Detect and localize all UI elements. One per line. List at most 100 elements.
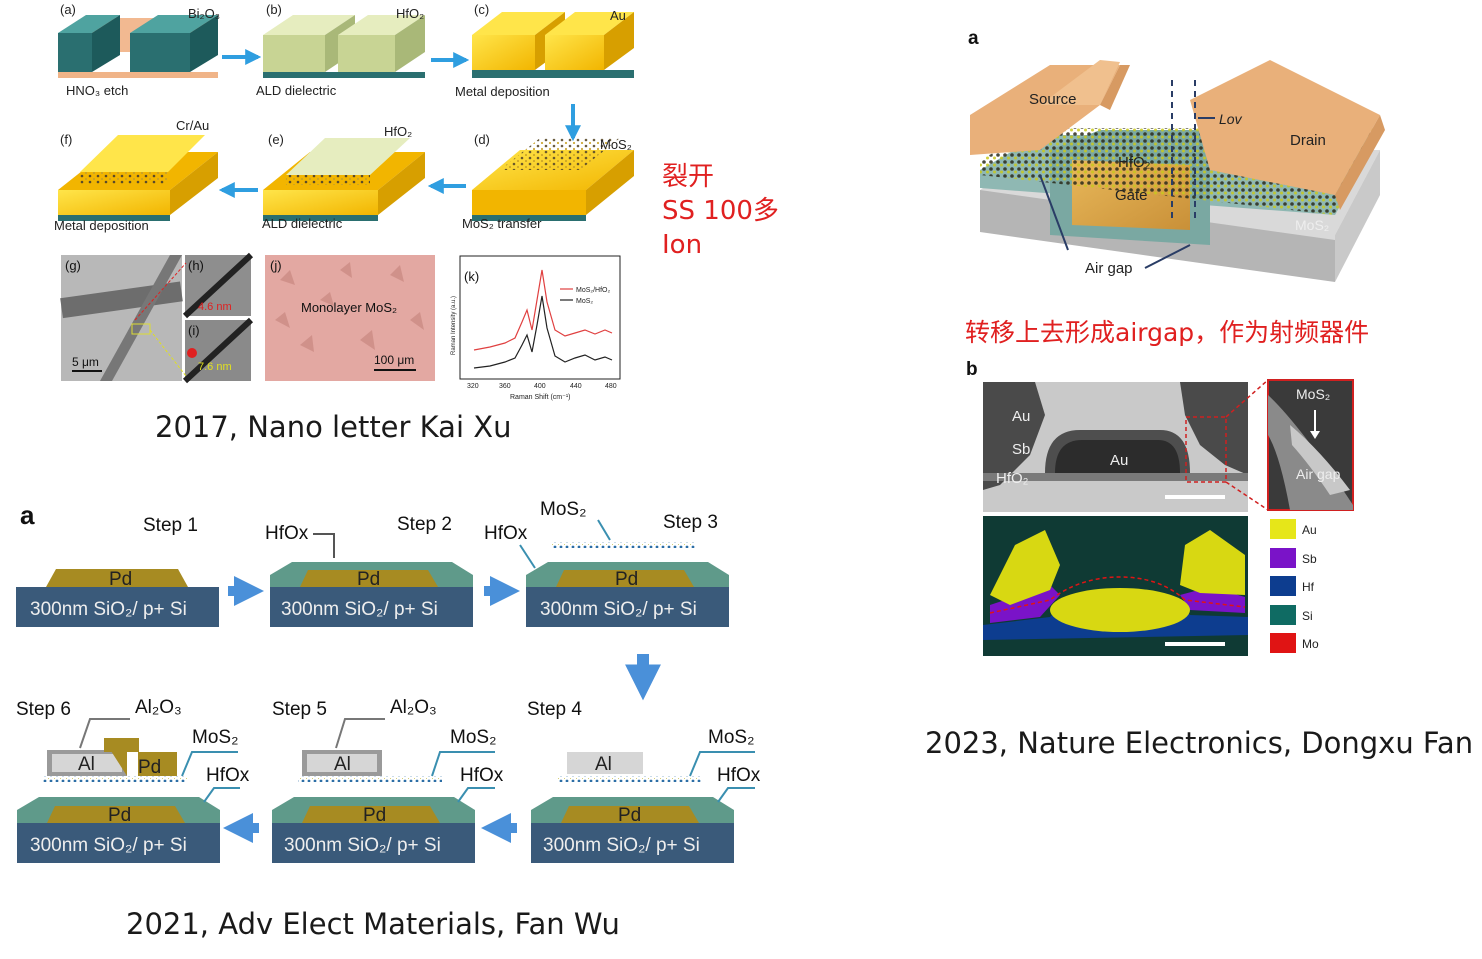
mos2-label-3: MoS₂ <box>540 499 586 520</box>
step-d-block <box>472 138 634 221</box>
legend-sb: Sb <box>1302 552 1317 566</box>
legend-hf: Hf <box>1302 580 1315 594</box>
step-b-letter: (b) <box>266 2 282 17</box>
raman-series-mos2-hfo2 <box>473 269 613 351</box>
step-f-tag: Cr/Au <box>176 118 209 133</box>
zoom-airgap-label: Air gap <box>1296 466 1341 482</box>
j-text: Monolayer MoS₂ <box>301 300 397 315</box>
raman-legend-1: MoS₂ <box>576 298 593 305</box>
drain-label: Drain <box>1290 132 1326 149</box>
nano-letter-figure: (a) Bi₂O₃ HNO₃ etch (b) HfO₂ ALD dielect… <box>54 2 634 401</box>
step-f-letter: (f) <box>60 132 72 147</box>
i-value: 7.6 nm <box>198 361 232 373</box>
optical-image-j: (j) Monolayer MoS₂ 100 μm <box>265 255 435 381</box>
step-3-label: Step 3 <box>663 512 718 533</box>
raman-xtick-2: 400 <box>534 383 546 390</box>
step-e-caption: ALD dielectric <box>262 216 343 231</box>
caption-2017: 2017, Nano letter Kai Xu <box>155 410 512 444</box>
k-label: (k) <box>464 269 479 284</box>
step-a-block <box>58 15 218 78</box>
adv-elect-figure: a Pd 300nm SiO₂/ p+ Si Step 1 Pd 300nm S… <box>16 499 761 863</box>
panel-letter-right-a: a <box>968 28 979 49</box>
step-d-tag: MoS₂ <box>600 137 632 152</box>
tem-hfo2-label: HfO₂ <box>996 470 1029 487</box>
raman-plot-k: (k) MoS₂/HfO₂ MoS₂ 320 360 400 440 480 R… <box>451 255 621 401</box>
step-d-caption: MoS₂ transfer <box>462 216 542 231</box>
substrate-label-5: 300nm SiO₂/ p+ Si <box>284 835 441 856</box>
nature-electronics-device: a Source Drain Lov HfO₂ Gate MoS₂ Air ga… <box>968 28 1385 282</box>
step-5-stack: Al Pd 300nm SiO₂/ p+ Si Step 5 Al₂O₃ MoS… <box>272 697 504 863</box>
raman-ylabel: Raman Intensity (a.u.) <box>451 296 457 355</box>
pd-label-6: Pd <box>108 805 131 826</box>
step-c-caption: Metal deposition <box>455 84 550 99</box>
step-b-caption: ALD dielectric <box>256 83 337 98</box>
pd-label-2: Pd <box>357 569 380 590</box>
al-label-5: Al <box>334 754 351 775</box>
mos2-device-label: MoS₂ <box>1295 217 1329 233</box>
step-c-letter: (c) <box>474 2 489 17</box>
i-label: (i) <box>188 323 200 338</box>
pd-label-3: Pd <box>615 569 638 590</box>
raman-series-mos2 <box>473 295 613 369</box>
step-2-stack: Pd 300nm SiO₂/ p+ Si Step 2 HfOx <box>265 514 473 627</box>
j-label: (j) <box>270 258 282 273</box>
j-scale: 100 μm <box>374 353 414 367</box>
tem-zoom-image: MoS₂ Air gap <box>1267 379 1354 511</box>
step-6-label: Step 6 <box>16 699 71 720</box>
raman-xtick-3: 440 <box>570 383 582 390</box>
tem-eds-panel: b Au Sb HfO₂ Au MoS₂ Air gap <box>966 359 1354 656</box>
g-label: (g) <box>65 258 81 273</box>
note-airgap: 转移上去形成airgap，作为射频器件 <box>965 318 1370 347</box>
tem-image-h: (h) 4.6 nm <box>182 252 254 319</box>
hfox-label-6: HfOx <box>206 765 250 786</box>
raman-xtick-1: 360 <box>499 383 511 390</box>
tem-image: Au Sb HfO₂ Au <box>983 382 1248 512</box>
eds-legend: Au Sb Hf Si Mo <box>1270 519 1319 653</box>
note-line-3: Ion <box>662 230 703 260</box>
step-4-stack: Al Pd 300nm SiO₂/ p+ Si Step 4 MoS₂ HfOx <box>527 699 761 863</box>
source-label: Source <box>1029 91 1077 108</box>
caption-2021: 2021, Adv Elect Materials, Fan Wu <box>126 907 620 941</box>
substrate-label-4: 300nm SiO₂/ p+ Si <box>543 835 700 856</box>
pd-label-5: Pd <box>363 805 386 826</box>
tem-sb-label: Sb <box>1012 441 1030 458</box>
mos2-label-5: MoS₂ <box>450 727 496 748</box>
raman-xlabel: Raman Shift (cm⁻¹) <box>510 394 570 401</box>
h-value: 4.6 nm <box>198 301 232 313</box>
step-5-label: Step 5 <box>272 699 327 720</box>
sem-image-g: (g) 5 μm <box>60 255 183 381</box>
step-f-caption: Metal deposition <box>54 218 149 233</box>
mos2-label-6: MoS₂ <box>192 727 238 748</box>
step-e-block <box>263 138 425 221</box>
step-c-block <box>472 12 634 78</box>
al2o3-label-5: Al₂O₃ <box>390 697 437 718</box>
h-label: (h) <box>188 258 204 273</box>
hfox-label-4: HfOx <box>717 765 761 786</box>
step-f-block <box>58 135 218 221</box>
substrate-label-3: 300nm SiO₂/ p+ Si <box>540 599 697 620</box>
tem-image-i: (i) 7.6 nm <box>182 317 254 384</box>
step-a-letter: (a) <box>60 2 76 17</box>
al2o3-label-6: Al₂O₃ <box>135 697 182 718</box>
legend-mo: Mo <box>1302 637 1319 651</box>
raman-xtick-4: 480 <box>605 383 617 390</box>
al-label-4: Al <box>595 754 612 775</box>
hfo2-device-label: HfO₂ <box>1118 154 1151 171</box>
lov-label: Lov <box>1219 111 1243 127</box>
step-2-label: Step 2 <box>397 514 452 535</box>
g-scale: 5 μm <box>72 355 99 369</box>
eds-map <box>983 516 1248 656</box>
step-b-tag: HfO₂ <box>396 6 424 21</box>
step-e-tag: HfO₂ <box>384 124 412 139</box>
mos2-label-4: MoS₂ <box>708 727 754 748</box>
substrate-label-6: 300nm SiO₂/ p+ Si <box>30 835 187 856</box>
zoom-mos2-label: MoS₂ <box>1296 386 1330 402</box>
caption-2023: 2023, Nature Electronics, Dongxu Fan <box>925 726 1474 760</box>
panel-letter-right-b: b <box>966 359 978 380</box>
note-line-2: SS 100多 <box>662 196 779 226</box>
substrate-label-2: 300nm SiO₂/ p+ Si <box>281 599 438 620</box>
step-4-label: Step 4 <box>527 699 582 720</box>
substrate-label-1: 300nm SiO₂/ p+ Si <box>30 599 187 620</box>
panel-letter-a: a <box>20 500 35 530</box>
step-b-block <box>263 15 425 78</box>
